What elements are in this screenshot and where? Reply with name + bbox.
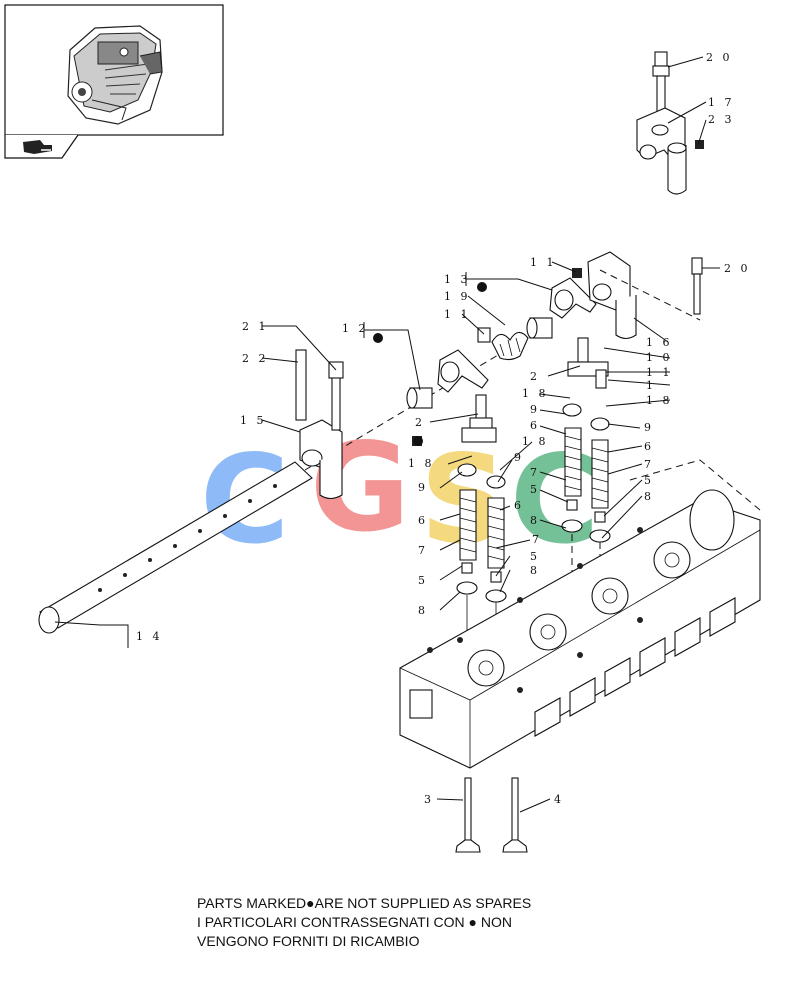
callout-8-d: 8 <box>418 604 428 617</box>
callout-6-c: 6 <box>514 499 524 512</box>
callout-9-a: 9 <box>530 403 540 416</box>
top-right-bracket-detail <box>636 51 704 195</box>
callout-6-a: 6 <box>530 419 540 432</box>
callout-7-a: 7 <box>530 466 540 479</box>
callout-7-b: 7 <box>644 458 654 471</box>
callout-14: 1 4 <box>136 630 163 643</box>
callout-8-b: 8 <box>644 490 654 503</box>
callout-11-top: 1 1 <box>530 256 557 269</box>
callout-10: 1 0 <box>646 351 673 364</box>
callout-21: 2 1 <box>242 320 269 333</box>
callouts: 2 0 1 7 2 3 1 1 2 0 1 3 1 9 1 1 2 1 1 2 … <box>136 51 751 806</box>
callout-16: 1 6 <box>646 336 673 349</box>
spares-note-line-1: PARTS MARKED●ARE NOT SUPPLIED AS SPARES <box>197 895 532 911</box>
valve-spring-stack-4 <box>589 417 611 590</box>
callout-7-c: 7 <box>532 533 542 546</box>
callout-8-a: 8 <box>530 514 540 527</box>
callout-18-a: 1 8 <box>522 387 549 400</box>
spares-note-line-2: I PARTICOLARI CONTRASSEGNATI CON ● NON <box>197 914 512 930</box>
callout-9-d: 9 <box>418 481 428 494</box>
cylinder-head <box>399 459 761 769</box>
callout-4: 4 <box>554 793 564 806</box>
callout-3: 3 <box>424 793 434 806</box>
valve-3 <box>455 777 481 853</box>
callout-18-d: 1 8 <box>408 457 435 470</box>
callout-13: 1 3 <box>444 273 471 286</box>
leader-lines <box>54 56 720 813</box>
callout-12: 1 2 <box>342 322 369 335</box>
callout-5-a: 5 <box>530 483 540 496</box>
callout-5-b: 5 <box>644 474 654 487</box>
callout-6-d: 6 <box>418 514 428 527</box>
valve-bridges <box>373 282 609 446</box>
callout-9-b: 9 <box>644 421 654 434</box>
callout-20-top: 2 0 <box>706 51 733 64</box>
rocker-support-left <box>295 349 344 500</box>
callout-9-c: 9 <box>514 451 524 464</box>
callout-11-right: 1 1 <box>646 366 673 379</box>
valve-spring-stack-3 <box>561 403 583 600</box>
callout-1: 1 <box>646 379 656 392</box>
callout-2-lower: 2 <box>415 416 425 429</box>
arrow-pointer-icon[interactable] <box>23 140 52 154</box>
callout-7-d: 7 <box>418 544 428 557</box>
watermark-letter-4: C <box>510 429 600 571</box>
valve-spring-stack-1 <box>456 463 478 640</box>
callout-18-c: 1 8 <box>522 435 549 448</box>
callout-17: 1 7 <box>708 96 735 109</box>
spares-note-line-3: VENGONO FORNITI DI RICAMBIO <box>197 933 420 949</box>
callout-15: 1 5 <box>240 414 267 427</box>
engine-thumbnail-icon <box>67 25 163 125</box>
callout-20-right: 2 0 <box>724 262 751 275</box>
engine-thumbnail[interactable] <box>4 4 224 159</box>
callout-22: 2 2 <box>242 352 269 365</box>
callout-11-mid: 1 1 <box>444 308 471 321</box>
rocker-arm-left <box>406 349 493 437</box>
callout-19: 1 9 <box>444 290 471 303</box>
callout-23: 2 3 <box>708 113 735 126</box>
callout-6-b: 6 <box>644 440 654 453</box>
callout-2-upper: 2 <box>530 370 540 383</box>
rocker-arm-right <box>549 251 703 340</box>
callout-5-c: 5 <box>530 550 540 563</box>
callout-5-d: 5 <box>418 574 428 587</box>
callout-8-c: 8 <box>530 564 540 577</box>
callout-18-b: 1 8 <box>646 394 673 407</box>
valve-4 <box>502 777 528 853</box>
shaft-spring <box>477 317 553 361</box>
